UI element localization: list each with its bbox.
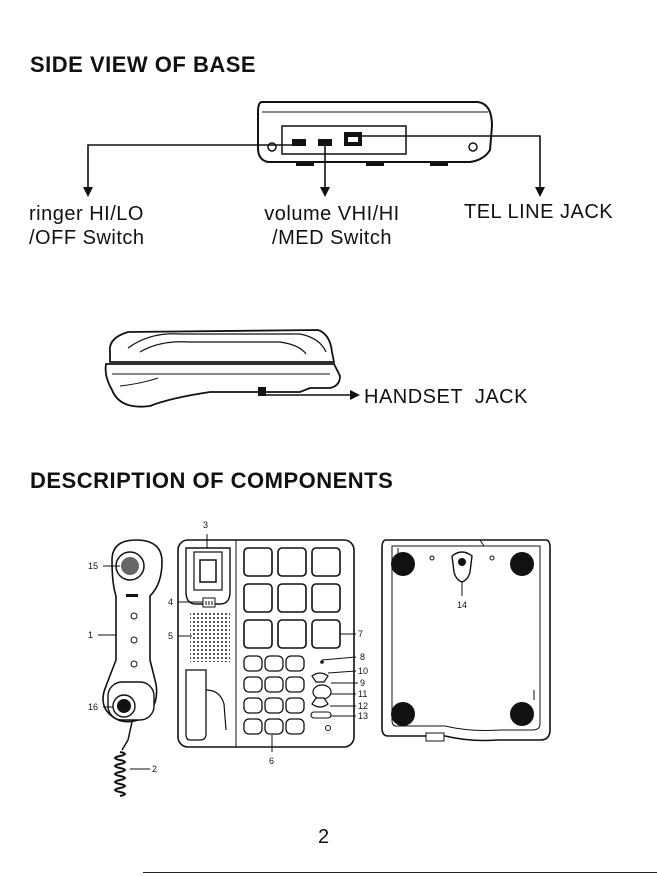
callout-15: 15 [88,561,98,571]
callout-7: 7 [358,629,363,639]
callout-12: 12 [358,701,368,711]
footer-rule [143,872,657,873]
callout-5: 5 [168,631,173,641]
page-number: 2 [318,826,329,849]
callout-3: 3 [203,520,208,530]
handset-illustration [103,540,162,796]
base-bottom-illustration [382,540,550,741]
volume-switch-label: volume VHI/HI /MED Switch [248,202,416,250]
callout-11: 11 [358,689,367,699]
ringer-switch-label: ringer HI/LO /OFF Switch [29,202,145,250]
callout-9: 9 [360,678,365,688]
volume-switch [318,139,332,146]
handset-jack-port [258,387,266,396]
callout-10: 10 [358,666,368,676]
callout-2: 2 [152,764,157,774]
ringer-label-line2: /OFF Switch [29,226,145,250]
volume-label-line2: /MED Switch [248,226,416,250]
callout-8: 8 [360,652,365,662]
callout-13: 13 [358,711,368,721]
callout-6: 6 [269,756,274,766]
volume-label-line1: volume VHI/HI [248,202,416,226]
ringer-label-line1: ringer HI/LO [29,202,145,226]
callout-14: 14 [457,600,467,610]
callout-16: 16 [88,702,98,712]
callout-1: 1 [88,630,93,640]
base-top-illustration [178,540,354,747]
section-heading-components: DESCRIPTION OF COMPONENTS [30,468,393,494]
handset-jack-label: HANDSET JACK [364,385,528,409]
tel-line-jack-label: TEL LINE JACK [464,200,613,224]
callout-4: 4 [168,597,173,607]
